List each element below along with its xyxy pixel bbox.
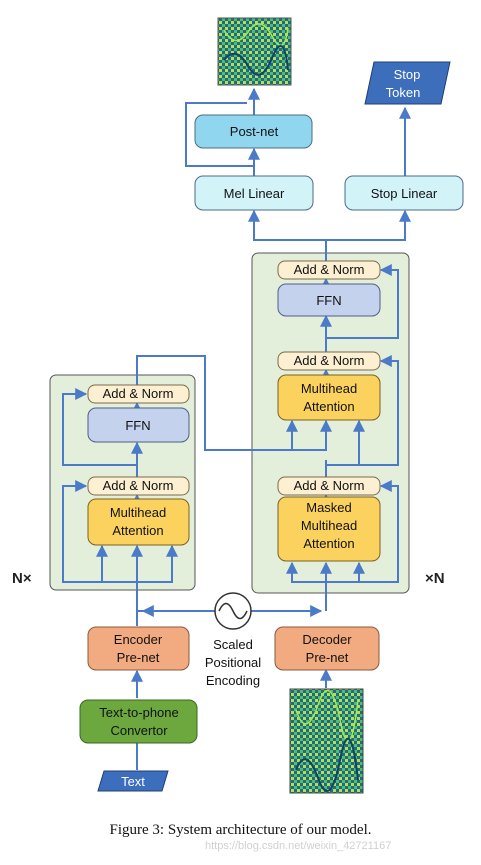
- decoder-add-norm-3: [277, 476, 381, 496]
- encoder-add-norm-2: [87, 476, 190, 496]
- decoder-multihead-attention: [277, 374, 381, 421]
- encoder-repeat-label: N×: [12, 570, 32, 587]
- postnet-box: [194, 114, 313, 149]
- decoder-repeat-label: ×N: [425, 570, 445, 587]
- mel-linear-box: [194, 175, 314, 211]
- encoder-prenet-box: [87, 626, 190, 671]
- encoder-mh-line-1: Multihead: [110, 505, 166, 520]
- decoder-prenet-line-1: Decoder: [302, 632, 352, 647]
- postnet-label: Post-net: [230, 124, 279, 139]
- decoder-ffn-label: FFN: [316, 293, 341, 308]
- stop-token: [364, 61, 451, 105]
- stop-linear-label: Stop Linear: [371, 186, 438, 201]
- watermark: https://blog.csdn.net/weixin_42721167: [205, 840, 392, 852]
- text-input-label: Text: [121, 774, 145, 789]
- decoder-mh-line-1: Multihead: [301, 381, 357, 396]
- decoder-masked-line-3: Attention: [303, 536, 354, 551]
- encoder-multihead-attention: [87, 498, 190, 546]
- mel-spectrogram-output: [217, 17, 292, 86]
- positional-line-2: Positional: [205, 655, 261, 670]
- connectors: [62, 87, 411, 770]
- stop-token-line-2: Token: [386, 85, 421, 100]
- positional-line-3: Encoding: [206, 673, 260, 688]
- stop-linear-box: [344, 175, 464, 211]
- text-input-shape: [97, 770, 169, 792]
- decoder-add-norm-3-label: Add & Norm: [294, 478, 365, 493]
- positional-encoding-icon: [214, 592, 252, 630]
- decoder-add-norm-1-label: Add & Norm: [294, 262, 365, 277]
- decoder-prenet-box: [274, 626, 380, 671]
- encoder-prenet-line-2: Pre-net: [117, 650, 160, 665]
- text-to-phone-line-1: Text-to-phone: [99, 705, 179, 720]
- decoder-prenet-line-2: Pre-net: [306, 650, 349, 665]
- stop-token-line-1: Stop: [394, 67, 421, 82]
- positional-line-1: Scaled: [213, 637, 253, 652]
- encoder-ffn: [87, 407, 190, 443]
- encoder-add-norm-1-label: Add & Norm: [103, 386, 174, 401]
- mel-linear-label: Mel Linear: [224, 186, 285, 201]
- decoder-ffn: [277, 283, 381, 317]
- encoder-add-norm-2-label: Add & Norm: [103, 478, 174, 493]
- encoder-prenet-line-1: Encoder: [114, 632, 163, 647]
- decoder-masked-attention: [277, 496, 381, 562]
- encoder-add-norm-1: [87, 384, 190, 404]
- mel-spectrogram-input: [289, 688, 364, 794]
- encoder-ffn-label: FFN: [125, 418, 150, 433]
- decoder-masked-line-2: Multihead: [301, 518, 357, 533]
- decoder-mh-line-2: Attention: [303, 399, 354, 414]
- decoder-add-norm-2-label: Add & Norm: [294, 353, 365, 368]
- text-to-phone-box: [79, 699, 198, 744]
- text-to-phone-line-2: Convertor: [110, 723, 168, 738]
- decoder-add-norm-2: [277, 351, 381, 371]
- figure-caption: Figure 3: System architecture of our mod…: [109, 822, 372, 838]
- decoder-masked-line-1: Masked: [306, 500, 352, 515]
- decoder-add-norm-1: [277, 260, 381, 280]
- encoder-mh-line-2: Attention: [112, 523, 163, 538]
